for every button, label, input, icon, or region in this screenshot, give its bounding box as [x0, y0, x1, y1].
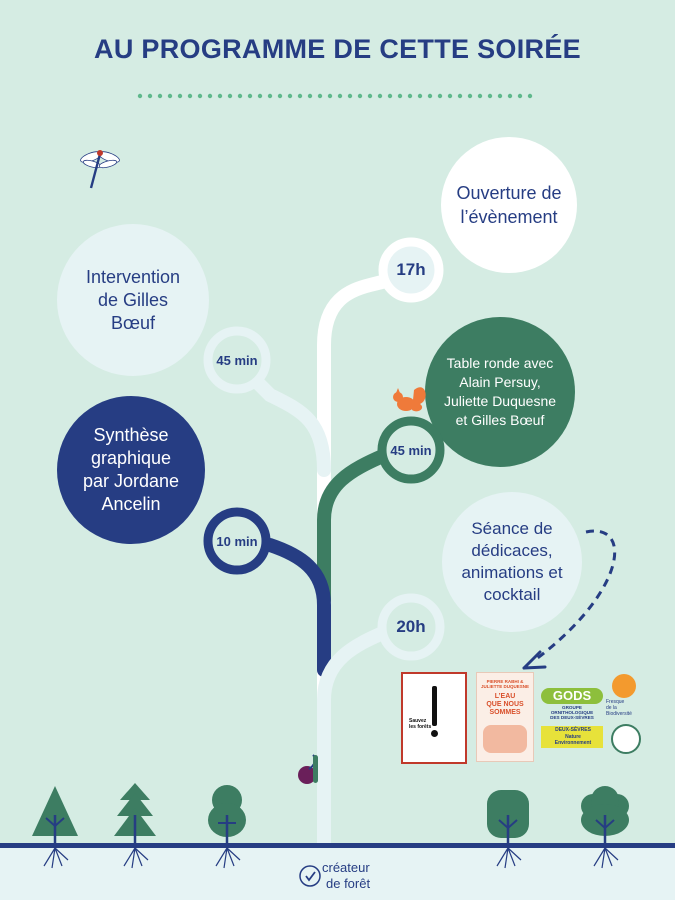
tree-icon [32, 786, 78, 869]
tree-icon [487, 790, 529, 869]
leaf-logo-icon [299, 865, 321, 887]
event-table-ronde-text: Table ronde avec Alain Persuy, Juliette … [432, 335, 568, 449]
ground [0, 843, 675, 900]
squirrel-icon [393, 387, 426, 412]
footer-line2: de forêt [326, 876, 371, 891]
dotted-divider [137, 93, 533, 99]
dragonfly-icon [80, 150, 120, 189]
branch-dedicaces [317, 625, 392, 857]
partner-gods-logo: GODS GROUPE ORNITHOLOGIQUE DES DEUX-SÈVR… [541, 688, 603, 722]
branch-17h [317, 273, 397, 857]
dashed-arrow [534, 529, 617, 662]
partner-fresque-logo: Fresque de la Biodiversité [606, 674, 646, 722]
exclamation-dot [431, 730, 438, 737]
event-synthese-label: Synthèse graphique par Jordane Ancelin [82, 425, 180, 514]
gods-subtitle: GROUPE ORNITHOLOGIQUE DES DEUX-SÈVRES [550, 705, 594, 721]
event-intervention-label: Intervention de Gilles Bœuf [85, 266, 181, 333]
book-leau-title: L’EAU QUE NOUS SOMMES [486, 693, 524, 716]
tree-icon [581, 786, 629, 869]
badge-ring-intervention [203, 326, 271, 394]
time-badge-17h: 17h [396, 260, 426, 279]
tree-icon [114, 783, 156, 869]
footer-logo: créateur de forêt [296, 858, 406, 894]
snail-icon [298, 754, 318, 784]
time-badge-intervention: 45 min [216, 352, 258, 368]
partner-seal-icon [611, 724, 641, 754]
tree-icon [208, 785, 246, 869]
bubble-intervention [57, 224, 209, 376]
badge-ring-17h [378, 237, 444, 303]
fresque-sun-icon [612, 674, 636, 698]
bubble-synthese [57, 396, 205, 544]
event-synthese-text: Synthèse graphique par Jordane Ancelin [61, 405, 201, 535]
time-badge-dedicaces: 20h [396, 617, 426, 636]
event-table-ronde-label: Table ronde avec Alain Persuy, Juliette … [443, 355, 557, 428]
fresque-name: Fresque de la Biodiversité [606, 699, 632, 717]
book-leau-authors: PIERRE RABHI & JULIETTE DUQUESNE [480, 679, 529, 689]
footer-line1: créateur [322, 860, 370, 875]
event-dedicaces-text: Séance de dédicaces, animations et cockt… [447, 502, 577, 622]
book-leau-que-nous-sommes: PIERRE RABHI & JULIETTE DUQUESNE L’EAU Q… [476, 672, 534, 762]
bubble-dedicaces [442, 492, 582, 632]
exclamation-icon [432, 686, 437, 726]
time-badge-synthese: 10 min [216, 533, 258, 549]
bubble-ouverture [441, 137, 577, 273]
event-dedicaces-label: Séance de dédicaces, animations et cockt… [461, 519, 563, 604]
book-sauvez-les-forets: Sauvez les forêts [401, 672, 467, 764]
badge-ring-synthese [203, 507, 271, 575]
partner-dsne-logo: DEUX-SÈVRES Nature Environnement [541, 726, 603, 748]
event-ouverture-label: Ouverture de l’évènement [456, 183, 562, 227]
page-title: AU PROGRAMME DE CETTE SOIRÉE [94, 34, 581, 64]
bubble-table-ronde [425, 317, 575, 467]
dsne-name: DEUX-SÈVRES Nature Environnement [554, 727, 592, 746]
branch-table-ronde [317, 448, 392, 607]
badge-ring-dedicaces [377, 593, 445, 661]
book-leau-illustration [483, 725, 527, 753]
event-ouverture-text: Ouverture de l’évènement [447, 150, 571, 260]
arrow-head-icon [522, 650, 547, 670]
event-intervention-text: Intervention de Gilles Bœuf [63, 238, 203, 362]
book-sauvez-title: Sauvez les forêts [409, 718, 432, 730]
gods-name: GODS [541, 688, 603, 704]
ground-line [0, 843, 675, 848]
time-badge-table-ronde: 45 min [390, 442, 432, 458]
badge-ring-table-ronde [377, 416, 445, 484]
branch-intervention [238, 363, 331, 477]
branch-synthese [263, 538, 331, 677]
